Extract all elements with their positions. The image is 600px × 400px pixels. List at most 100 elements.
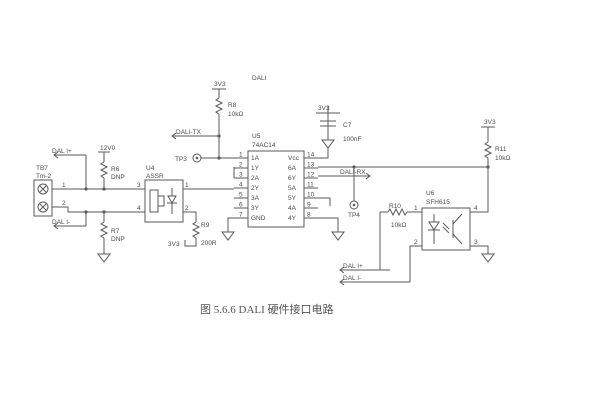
u5-pin-8-name: 4Y xyxy=(288,215,297,222)
net-label-dali: DALI xyxy=(252,75,267,82)
tb7-pin-1: 1 xyxy=(62,182,66,189)
u5-pin-10-name: 5Y xyxy=(288,195,297,202)
test-point-tp4: TP4 xyxy=(348,167,360,219)
svg-text:DAL I-: DAL I- xyxy=(52,219,70,226)
net-dali-plus-right: DAL I+ xyxy=(339,263,390,274)
r10-value: 10kΩ xyxy=(391,222,406,229)
u5-pin-6-number: 6 xyxy=(239,202,243,209)
u5-pin-12-name: 6Y xyxy=(288,175,297,182)
u5-pin-2-name: 1Y xyxy=(251,165,260,172)
u6-pin-4: 4 xyxy=(474,205,478,212)
u6-pin-1: 1 xyxy=(414,205,418,212)
ground-icon xyxy=(321,139,335,149)
u5-pin-5-number: 5 xyxy=(239,192,243,199)
svg-text:TP3: TP3 xyxy=(175,156,187,163)
u4-pin-2: 2 xyxy=(185,205,189,212)
u5-ref: U5 xyxy=(252,133,261,140)
net-dali-minus-right: DAL I- xyxy=(339,275,410,286)
svg-text:DALI-TX: DALI-TX xyxy=(176,129,202,136)
u5-pin-11-number: 11 xyxy=(307,182,314,189)
net-label-3v3-r11: 3V3 xyxy=(484,119,496,126)
u5-pin-4-number: 4 xyxy=(239,182,243,189)
c7-ref: C7 xyxy=(343,122,352,129)
u5-pin-13-name: 6A xyxy=(288,165,297,172)
r7-value: DNP xyxy=(111,236,125,243)
tb7-ref: TB7 xyxy=(36,165,48,172)
c7-value: 100nF xyxy=(343,136,361,143)
u6-ref: U6 xyxy=(426,190,435,197)
u5-pin-1-number: 1 xyxy=(239,152,243,159)
u5-pin-14-number: 14 xyxy=(307,152,315,159)
ground-icon xyxy=(481,253,495,263)
svg-text:DAL I+: DAL I+ xyxy=(343,263,363,270)
u4-pin-1: 1 xyxy=(185,182,189,189)
r11-ref: R11 xyxy=(495,146,507,153)
tb7-pin-2: 2 xyxy=(62,200,66,207)
u6-pin-3: 3 xyxy=(474,239,478,246)
u5-body xyxy=(247,150,305,228)
r8-symbol xyxy=(214,97,224,115)
u4-pin-4: 4 xyxy=(137,205,141,212)
ground-icon xyxy=(221,231,235,241)
r7-symbol xyxy=(99,221,109,239)
terminal-block-tb7: TB7 Tm-2 1 2 xyxy=(33,165,66,217)
net-dali-tx: DALI-TX xyxy=(171,129,219,140)
u4-value: ASSR xyxy=(146,173,164,180)
ground-icon xyxy=(331,231,345,241)
u5-pin-2-number: 2 xyxy=(239,162,243,169)
r10-ref: R10 xyxy=(389,203,401,210)
r6-symbol xyxy=(99,161,109,179)
net-label-3v3-r8: 3V3 xyxy=(214,81,226,88)
u5-74ac14: U5 74AC14 11A21Y32A42Y53A63Y7GND14Vcc136… xyxy=(234,133,318,228)
svg-text:DAL I-: DAL I- xyxy=(343,275,361,282)
svg-text:TP4: TP4 xyxy=(348,212,360,219)
net-label-3v3-r9: 3V3 xyxy=(168,241,180,248)
r8-value: 10kΩ xyxy=(228,111,243,118)
figure-caption: 图 5.6.6 DALI 硬件接口电路 xyxy=(200,303,334,316)
u5-pin-3-name: 2A xyxy=(251,175,260,182)
ground-icon xyxy=(97,253,111,263)
u5-pin-1-name: 1A xyxy=(251,155,260,162)
r11-symbol xyxy=(483,141,493,159)
u4-ref: U4 xyxy=(146,165,155,172)
r11-value: 10kΩ xyxy=(495,155,510,162)
svg-text:DAL I+: DAL I+ xyxy=(52,148,72,155)
r6-ref: R6 xyxy=(111,166,120,173)
u5-pin-10-number: 10 xyxy=(307,192,315,199)
r10-symbol xyxy=(387,207,408,217)
u5-pin-5-name: 3A xyxy=(251,195,260,202)
net-dali-minus-left: DAL I- xyxy=(52,219,86,230)
r9-symbol xyxy=(191,221,201,239)
u4-pin-3: 3 xyxy=(137,182,141,189)
net-dali-plus-left: DAL I+ xyxy=(52,148,86,159)
test-point-tp3: TP3 xyxy=(175,153,202,163)
u6-body xyxy=(421,207,471,251)
net-label-3v3-c7: 3V3 xyxy=(318,105,330,112)
u6-pin-2: 2 xyxy=(414,239,418,246)
net-label-12v0: 12V0 xyxy=(100,145,116,152)
u5-value: 74AC14 xyxy=(252,142,276,149)
u5-pin-8-number: 8 xyxy=(307,212,311,219)
r9-value: 200R xyxy=(201,240,217,247)
u5-pin-9-name: 4A xyxy=(288,205,297,212)
u5-pin-4-name: 2Y xyxy=(251,185,260,192)
u5-pin-14-name: Vcc xyxy=(288,155,300,162)
r8-ref: R8 xyxy=(228,102,237,109)
u5-pin-9-number: 9 xyxy=(307,202,311,209)
r9-ref: R9 xyxy=(201,222,210,229)
r6-value: DNP xyxy=(111,174,125,181)
u5-pin-11-name: 5A xyxy=(288,185,297,192)
u5-pin-12-number: 12 xyxy=(307,172,315,179)
u6-value: SFH615 xyxy=(426,199,450,206)
tb7-value: Tm-2 xyxy=(36,173,52,180)
net-dali-rx: DALI-RX xyxy=(340,169,371,180)
u6-sfh615: U6 SFH615 1 2 4 3 xyxy=(414,190,478,251)
u4-assr: U4 ASSR 3 4 1 2 xyxy=(137,165,189,223)
u5-pin-6-name: 3Y xyxy=(251,205,260,212)
u5-pin-7-name: GND xyxy=(251,215,266,222)
svg-text:DALI-RX: DALI-RX xyxy=(340,169,366,176)
u5-pin-3-number: 3 xyxy=(239,172,243,179)
r7-ref: R7 xyxy=(111,228,120,235)
u5-pin-7-number: 7 xyxy=(239,212,243,219)
